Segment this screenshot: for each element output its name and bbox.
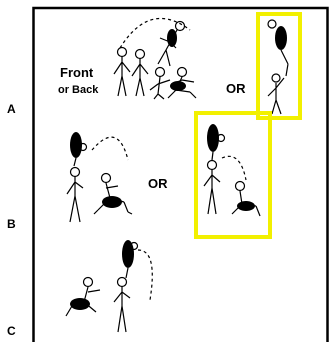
row-label-c: C: [7, 324, 16, 338]
row-a-caption-or-back: or Back: [58, 84, 99, 96]
row-a-or-text: OR: [226, 81, 246, 96]
row-a-caption-front: Front: [60, 65, 94, 80]
row-b-or-text: OR: [148, 176, 168, 191]
row-label-b: B: [7, 217, 16, 231]
row-label-a: A: [7, 102, 16, 116]
